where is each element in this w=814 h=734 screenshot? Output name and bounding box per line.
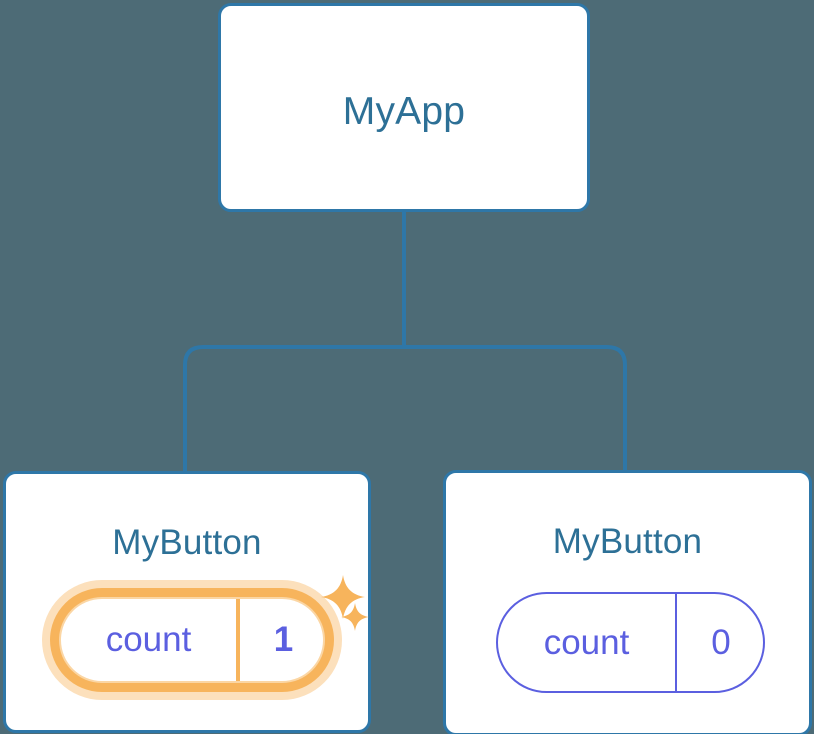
component-title-left: MyButton bbox=[112, 523, 262, 562]
state-value-left: 1 bbox=[236, 599, 323, 681]
connector-branch bbox=[183, 345, 627, 472]
state-pill-right[interactable]: count 0 bbox=[496, 592, 765, 693]
state-pill-left-highlighted[interactable]: count 1 bbox=[42, 580, 342, 700]
state-pill-body-left: count 1 bbox=[61, 599, 323, 681]
component-title-right: MyButton bbox=[552, 522, 703, 561]
component-node-left[interactable]: MyButton count 1 bbox=[3, 471, 371, 733]
state-key-left: count bbox=[105, 620, 192, 659]
component-node-right[interactable]: MyButton count 0 bbox=[443, 470, 812, 734]
component-node-root[interactable]: MyApp bbox=[218, 3, 590, 212]
state-value-right: 0 bbox=[675, 594, 763, 691]
sparkle-icon bbox=[341, 603, 369, 631]
state-pill-body-right: count 0 bbox=[496, 592, 765, 693]
state-key-right: count bbox=[543, 622, 630, 662]
component-title-root: MyApp bbox=[342, 90, 466, 133]
